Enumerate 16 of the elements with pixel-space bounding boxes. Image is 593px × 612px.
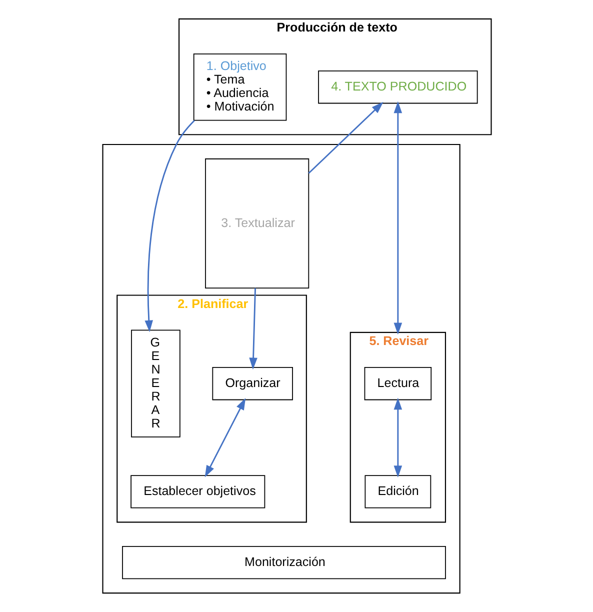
arrow — [204, 398, 246, 478]
node-box: 4. TEXTO PRODUCIDO — [318, 70, 478, 104]
node-box: Lectura — [364, 367, 432, 400]
cluster — [102, 144, 460, 594]
node-box: Establecer objetivos — [130, 475, 265, 508]
arrow — [393, 398, 402, 478]
arrow — [248, 288, 257, 370]
node-box: 1. Objetivo • Tema • Audiencia • Motivación — [192, 53, 286, 121]
node-box: Monitorización — [122, 546, 446, 580]
node-box: G E N E R A R — [130, 330, 180, 438]
node-box: Organizar — [212, 367, 292, 400]
arrow — [308, 102, 383, 174]
node-box: Edición — [364, 475, 431, 508]
arrow — [144, 120, 194, 332]
arrow — [393, 101, 402, 335]
node-box: 3. Textualizar — [204, 158, 309, 288]
